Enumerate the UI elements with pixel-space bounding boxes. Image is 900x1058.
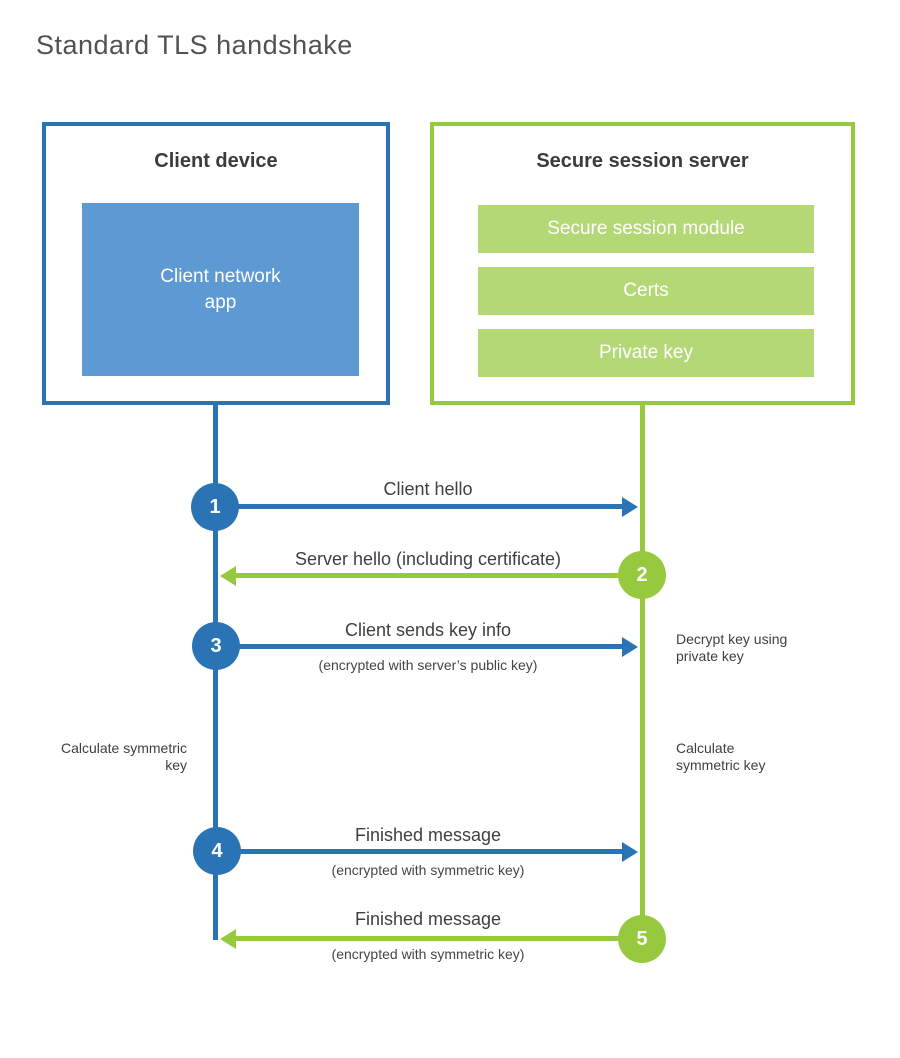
message-1-label: Client hello bbox=[383, 479, 473, 499]
server-module-secure-session-module: Secure session module bbox=[478, 205, 814, 253]
message-5-label: Finished message bbox=[354, 909, 502, 929]
message-2-label: Server hello (including certificate) bbox=[294, 549, 562, 569]
message-2-arrow-line bbox=[236, 573, 642, 578]
page-title: Standard TLS handshake bbox=[36, 30, 353, 60]
client-lifeline bbox=[213, 405, 218, 940]
message-3-arrow-line bbox=[216, 644, 623, 649]
message-4-arrowhead-right-icon bbox=[622, 842, 638, 862]
message-4-sublabel: (encrypted with symmetric key) bbox=[331, 862, 525, 878]
message-3-arrowhead-right-icon bbox=[622, 637, 638, 657]
server-lifeline bbox=[640, 405, 645, 940]
client-network-app-label: Client network app bbox=[160, 265, 281, 313]
step-2-badge: 2 bbox=[618, 551, 666, 599]
note-calculate-symmetric-key-client: Calculate symmetric key bbox=[60, 740, 187, 773]
message-5-arrowhead-left-icon bbox=[220, 929, 236, 949]
message-1-arrow-line bbox=[215, 504, 623, 509]
message-3-sublabel: (encrypted with server’s public key) bbox=[318, 657, 538, 673]
step-5-badge: 5 bbox=[618, 915, 666, 963]
message-3-label: Client sends key info bbox=[344, 620, 512, 640]
secure-session-server-box: Secure session server Secure session mod… bbox=[430, 122, 855, 405]
secure-session-server-title: Secure session server bbox=[536, 150, 749, 172]
client-network-app-rect: Client network app bbox=[82, 203, 359, 376]
note-decrypt-key: Decrypt key using private key bbox=[676, 631, 788, 664]
step-3-badge: 3 bbox=[192, 622, 240, 670]
message-4-label: Finished message bbox=[354, 825, 502, 845]
client-device-title: Client device bbox=[154, 150, 278, 172]
message-2-arrowhead-left-icon bbox=[220, 566, 236, 586]
server-module-private-key: Private key bbox=[478, 329, 814, 377]
message-4-arrow-line bbox=[217, 849, 623, 854]
step-4-badge: 4 bbox=[193, 827, 241, 875]
message-5-arrow-line bbox=[236, 936, 642, 941]
message-1-arrowhead-right-icon bbox=[622, 497, 638, 517]
server-module-certs: Certs bbox=[478, 267, 814, 315]
note-calculate-symmetric-key-server: Calculate symmetric key bbox=[676, 740, 766, 773]
step-1-badge: 1 bbox=[191, 483, 239, 531]
message-5-sublabel: (encrypted with symmetric key) bbox=[331, 946, 525, 962]
client-device-box: Client device Client network app bbox=[42, 122, 390, 405]
